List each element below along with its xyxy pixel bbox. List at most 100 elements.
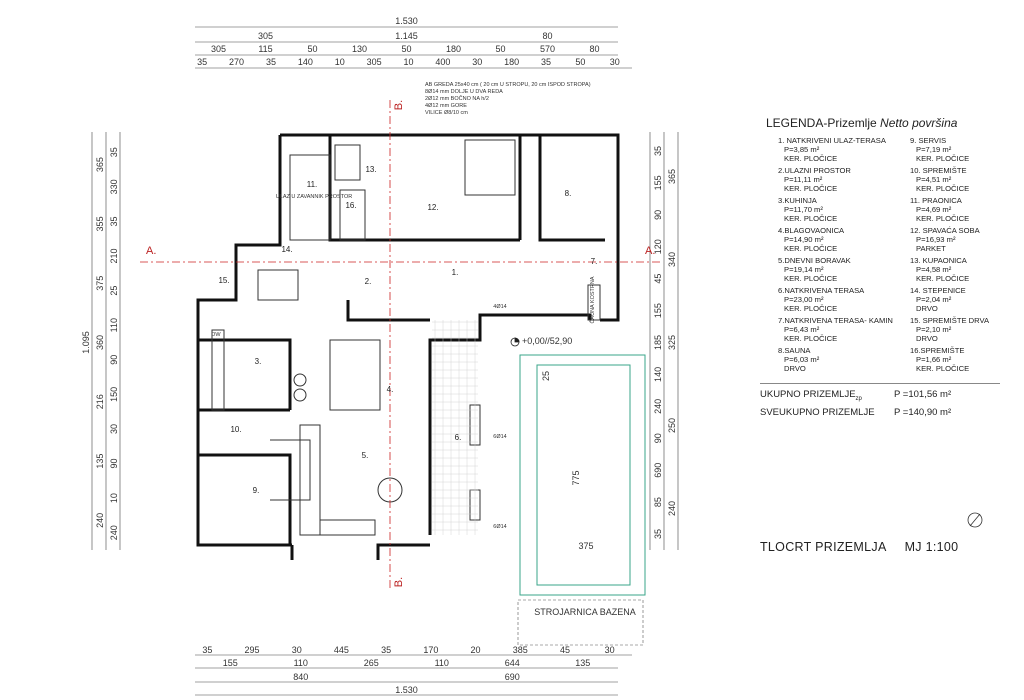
- walls: [196, 133, 620, 560]
- dim-right-outer-1: 340: [667, 252, 677, 267]
- room-number-3: 3.: [255, 357, 262, 366]
- dim-top-r3-5: 180: [446, 44, 461, 54]
- dim-top-r3-8: 80: [589, 44, 599, 54]
- pool-side-label: 25: [541, 371, 551, 381]
- dim-right-inner-4: 45: [653, 274, 663, 284]
- bar-label-6o14: 6Ø14: [493, 434, 506, 440]
- dim-left-mid-2: 375: [95, 276, 105, 291]
- legend-item-area: P=11,70 m²: [784, 205, 823, 214]
- plan-scale: MJ 1:100: [904, 540, 959, 554]
- total-ground-sub: zp: [855, 395, 862, 402]
- dim-top-r4-6: 10: [403, 57, 413, 67]
- dim-bot-r1-9: 30: [605, 645, 615, 655]
- legend-item-name: 15. SPREMIŠTE DRVA: [910, 316, 990, 325]
- bar-label-6o14-b: 6Ø14: [493, 524, 506, 530]
- legend-item-area: P=1,66 m²: [916, 355, 952, 364]
- dim-left-inner-11: 240: [109, 525, 119, 540]
- dim-top-r4-9: 180: [504, 57, 519, 67]
- total-all-row: SVEUKUPNO PRIZEMLJE P =140,90 m²: [760, 406, 1000, 420]
- pool: [519, 354, 646, 596]
- dim-top-r4-10: 35: [541, 57, 551, 67]
- dim-top-r2-1: 1.145: [395, 31, 418, 41]
- beam-note-line-3: 4Ø12 mm GORE: [425, 103, 467, 109]
- dim-top-r3-7: 570: [540, 44, 555, 54]
- section-lines: [140, 100, 660, 590]
- legend-title: LEGENDA-Prizemlje Netto površina: [766, 116, 1000, 130]
- dim-left-mid-4: 216: [95, 394, 105, 409]
- legend-panel: LEGENDA-Prizemlje Netto površina 1. NATK…: [760, 116, 1000, 420]
- plan-title-text: TLOCRT PRIZEMLJA: [760, 540, 887, 554]
- legend-item-name: 8.SAUNA: [778, 346, 811, 355]
- dim-right-inner-12: 35: [653, 529, 663, 539]
- side-dimension-lines: [91, 132, 679, 550]
- legend-item-floor: KER. PLOČICE: [916, 184, 970, 193]
- dim-right-inner-6: 185: [653, 335, 663, 350]
- dim-left-mid-1: 355: [95, 216, 105, 231]
- legend-item-floor: KER. PLOČICE: [784, 274, 838, 283]
- dim-left-inner-0: 35: [109, 147, 119, 157]
- legend-item-name: 6.NATKRIVENA TERASA: [778, 286, 865, 295]
- legend-item-area: P=19,14 m²: [784, 265, 824, 274]
- dim-top-r4-2: 35: [266, 57, 276, 67]
- legend-item-floor: KER. PLOČICE: [916, 154, 970, 163]
- side-dims: 1.09536535537536021613524035330352102511…: [81, 146, 677, 540]
- dim-top-r4-3: 140: [298, 57, 313, 67]
- dim-top-total-0: 1.530: [395, 16, 418, 26]
- legend-item-floor: DRVO: [916, 334, 938, 343]
- dim-right-inner-7: 140: [653, 367, 663, 382]
- dim-left-inner-8: 30: [109, 424, 119, 434]
- dim-left-mid-0: 365: [95, 157, 105, 172]
- section-mark-a-left: A.: [146, 245, 156, 257]
- dim-left-inner-3: 210: [109, 249, 119, 264]
- beam-note-line-2: 2Ø12 mm BOČNO NA h/2: [425, 95, 489, 102]
- legend-item-name: 2.ULAZNI PROSTOR: [778, 166, 851, 175]
- dim-left-inner-5: 110: [109, 318, 119, 332]
- dim-top-r3-1: 115: [258, 44, 272, 54]
- room-number-11: 11.: [307, 180, 318, 189]
- dim-bot-r3-0: 840: [293, 672, 308, 682]
- bottom-dimension-lines: [195, 654, 632, 696]
- legend-item-area: P=7,19 m²: [916, 145, 952, 154]
- dim-left-inner-1: 330: [109, 179, 119, 194]
- dim-left-inner-2: 35: [109, 216, 119, 226]
- legend-item-name: 10. SPREMIŠTE: [910, 166, 967, 175]
- legend-item-area: P=4,69 m²: [916, 205, 952, 214]
- pool-width-label: 375: [578, 541, 593, 551]
- legend-item-name: 13. KUPAONICA: [910, 256, 967, 265]
- legend-item-floor: DRVO: [784, 364, 806, 373]
- dim-right-outer-4: 240: [667, 501, 677, 516]
- legend-item-area: P=6,43 m²: [784, 325, 820, 334]
- legend-item-floor: KER. PLOČICE: [784, 244, 838, 253]
- dim-bot-r2-0: 155: [223, 658, 238, 668]
- level-label: +0,00//52,90: [522, 336, 572, 346]
- legend-item-name: 14. STEPENICE: [910, 286, 966, 295]
- legend-title-italic: Netto površina: [880, 116, 958, 130]
- dim-bot-r2-3: 110: [435, 658, 449, 668]
- dim-right-inner-3: 120: [653, 239, 663, 254]
- legend-title-text: LEGENDA-Prizemlje: [766, 116, 877, 130]
- total-all-value: P =140,90 m²: [894, 406, 952, 418]
- dim-right-inner-8: 240: [653, 399, 663, 414]
- dim-top-r4-5: 305: [367, 57, 382, 67]
- legend-item-name: 4.BLAGOVAONICA: [778, 226, 845, 235]
- pool-machine-room: [517, 599, 644, 646]
- dim-top-r3-3: 130: [352, 44, 367, 54]
- dim-top-r3-6: 50: [495, 44, 505, 54]
- legend-item-floor: KER. PLOČICE: [784, 214, 838, 223]
- legend-item-area: P=4,58 m²: [916, 265, 952, 274]
- dim-left-inner-7: 150: [109, 387, 119, 402]
- legend-item-floor: KER. PLOČICE: [916, 274, 970, 283]
- legend-item-name: 1. NATKRIVENI ULAZ-TERASA: [778, 136, 886, 145]
- room-number-2: 2.: [365, 277, 372, 286]
- dim-bot-r2-4: 644: [505, 658, 520, 668]
